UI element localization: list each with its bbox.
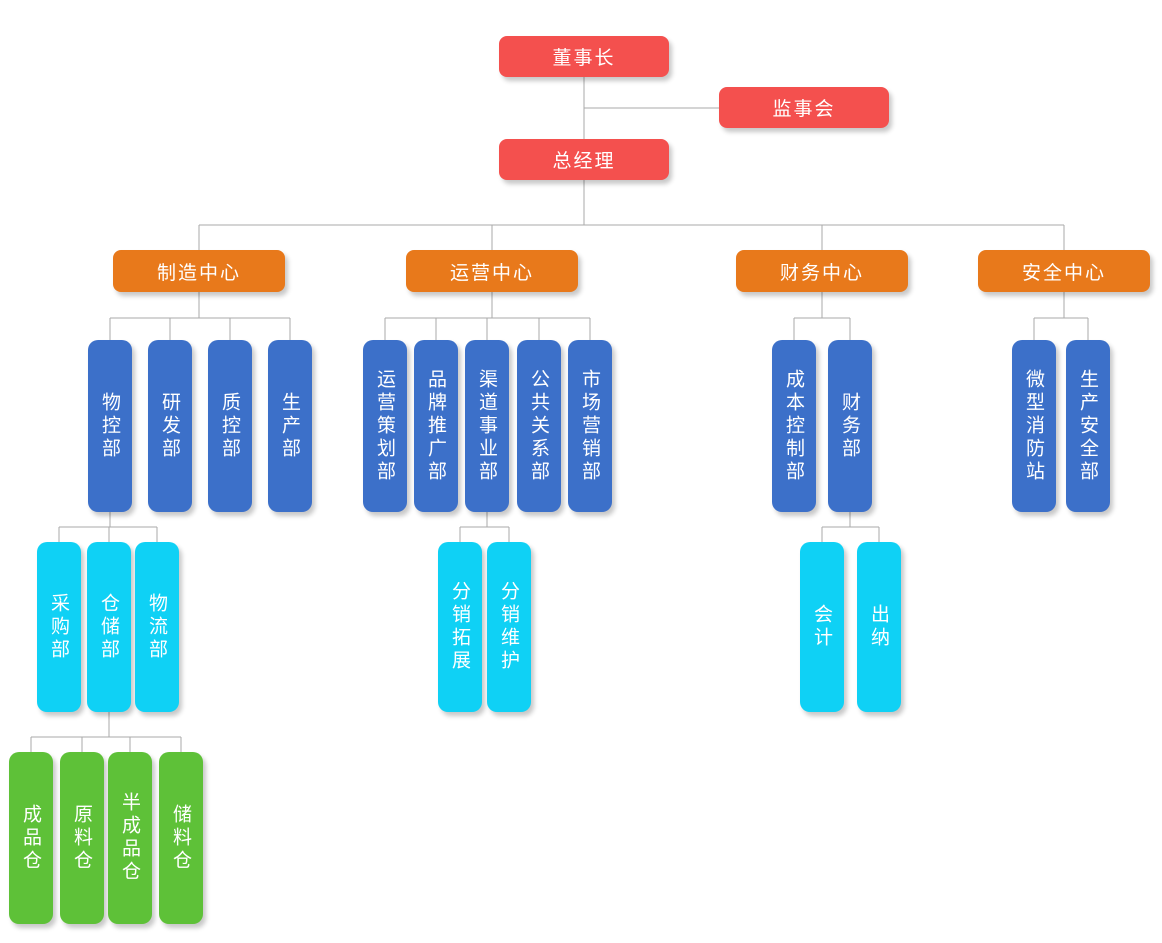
node-micro-fire-station: 微型消防站 [1012,340,1056,512]
node-production-dept: 生产部 [268,340,312,512]
node-distribution-maintenance: 分销维护 [487,542,531,712]
node-quality-control-dept: 质控部 [208,340,252,512]
node-distribution-expansion: 分销拓展 [438,542,482,712]
node-finance-center: 财务中心 [736,250,908,292]
node-supervisory-board: 监事会 [719,87,889,128]
node-raw-materials-warehouse: 原料仓 [60,752,104,924]
node-finance-dept: 财务部 [828,340,872,512]
node-warehousing-dept: 仓储部 [87,542,131,712]
node-public-relations-dept: 公共关系部 [517,340,561,512]
node-cost-control-dept: 成本控制部 [772,340,816,512]
node-semi-finished-warehouse: 半成品仓 [108,752,152,924]
node-manufacturing-center: 制造中心 [113,250,285,292]
node-rnd-dept: 研发部 [148,340,192,512]
node-purchasing-dept: 采购部 [37,542,81,712]
node-general-manager: 总经理 [499,139,669,180]
node-accounting: 会计 [800,542,844,712]
node-brand-promotion-dept: 品牌推广部 [414,340,458,512]
node-operations-planning-dept: 运营策划部 [363,340,407,512]
node-cashier: 出纳 [857,542,901,712]
node-operations-center: 运营中心 [406,250,578,292]
node-chairman: 董事长 [499,36,669,77]
node-storage-warehouse: 储料仓 [159,752,203,924]
node-material-control-dept: 物控部 [88,340,132,512]
node-channel-business-dept: 渠道事业部 [465,340,509,512]
node-production-safety-dept: 生产安全部 [1066,340,1110,512]
node-safety-center: 安全中心 [978,250,1150,292]
node-logistics-dept: 物流部 [135,542,179,712]
node-marketing-dept: 市场营销部 [568,340,612,512]
node-finished-goods-warehouse: 成品仓 [9,752,53,924]
